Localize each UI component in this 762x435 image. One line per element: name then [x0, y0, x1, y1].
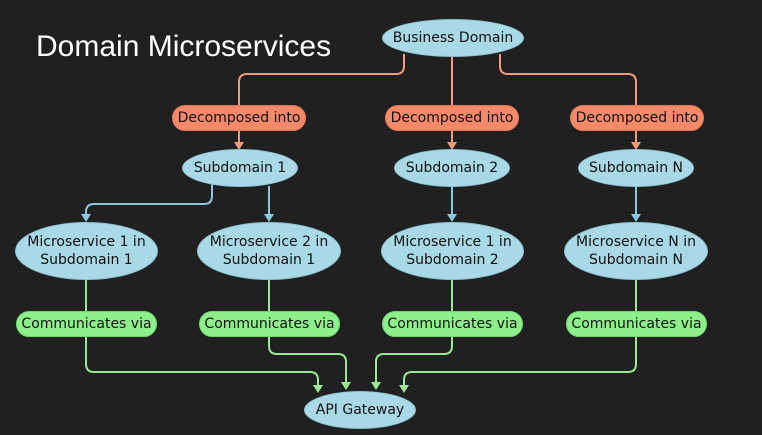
node-subdomain-n-label: Subdomain N — [588, 160, 683, 176]
node-msn-sdn-line1: Microservice N in — [576, 234, 696, 250]
edge-label-communicates-4: Communicates via — [566, 311, 707, 337]
edge-subdomain-1-to-ms1 — [81, 184, 213, 222]
node-api-gateway-label: API Gateway — [315, 402, 405, 418]
node-ms1-sd1-line2: Subdomain 1 — [40, 252, 133, 268]
edge-label-communicates-3: Communicates via — [382, 311, 523, 337]
edge-business-to-subdomain-1 — [234, 54, 405, 150]
node-subdomain-2: Subdomain 2 — [394, 149, 510, 187]
edge-ms1-sd1-to-gateway — [85, 280, 323, 393]
node-ms1-sd1-line1: Microservice 1 in — [27, 234, 146, 250]
node-ms1-sd2-line2: Subdomain 2 — [406, 252, 499, 268]
edge-ms1-sd2-to-gateway — [371, 280, 453, 390]
edge-label-decomposed-1-text: Decomposed into — [177, 110, 301, 126]
node-msn-sdn-line2: Subdomain N — [588, 252, 683, 268]
node-subdomain-n: Subdomain N — [578, 149, 694, 187]
node-microservice-2-subdomain-1: Microservice 2 in Subdomain 1 — [197, 222, 341, 280]
node-subdomain-1-label: Subdomain 1 — [193, 160, 287, 176]
edge-label-communicates-2: Communicates via — [199, 311, 340, 337]
edge-label-decomposed-n: Decomposed into — [570, 105, 704, 131]
edge-label-communicates-4-text: Communicates via — [571, 316, 702, 332]
node-subdomain-2-label: Subdomain 2 — [405, 160, 499, 176]
edge-label-decomposed-2-text: Decomposed into — [390, 110, 514, 126]
edge-label-communicates-3-text: Communicates via — [387, 316, 518, 332]
edge-label-decomposed-2: Decomposed into — [385, 105, 519, 131]
node-business-domain: Business Domain — [382, 19, 524, 57]
node-microservice-1-subdomain-1: Microservice 1 in Subdomain 1 — [15, 222, 158, 280]
edge-msn-sdn-to-gateway — [399, 280, 637, 393]
node-ms2-sd1-line2: Subdomain 1 — [222, 252, 316, 268]
node-microservice-n-subdomain-n: Microservice N in Subdomain N — [564, 222, 708, 280]
edge-ms2-sd1-to-gateway — [268, 280, 351, 390]
edge-label-decomposed-1: Decomposed into — [172, 105, 306, 131]
node-subdomain-1: Subdomain 1 — [182, 149, 298, 187]
edge-label-communicates-2-text: Communicates via — [204, 316, 335, 332]
edge-label-communicates-1: Communicates via — [16, 311, 157, 337]
node-ms1-sd2-line1: Microservice 1 in — [393, 234, 512, 250]
node-business-domain-label: Business Domain — [392, 30, 514, 46]
node-ms2-sd1-line1: Microservice 2 in — [209, 234, 329, 250]
edge-label-decomposed-n-text: Decomposed into — [575, 110, 699, 126]
edge-business-to-subdomain-n — [499, 54, 641, 150]
node-microservice-1-subdomain-2: Microservice 1 in Subdomain 2 — [381, 222, 524, 280]
edge-label-communicates-1-text: Communicates via — [21, 316, 152, 332]
diagram-title: Domain Microservices — [36, 30, 332, 63]
node-api-gateway: API Gateway — [304, 391, 416, 429]
